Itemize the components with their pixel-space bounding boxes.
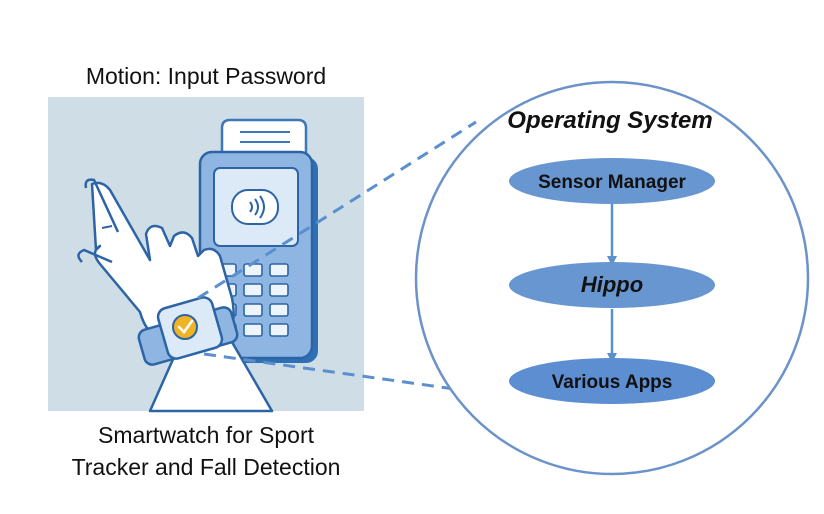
hippo-label: Hippo (581, 272, 643, 297)
various-apps-node (509, 358, 715, 404)
hippo-node (509, 262, 715, 308)
zoom-connector-top (197, 120, 477, 300)
receipt-icon (220, 118, 308, 158)
various-apps-label: Various Apps (552, 372, 673, 393)
checkmark-badge-icon (172, 314, 198, 340)
os-title: Operating System (507, 107, 712, 134)
bottom-caption: Smartwatch for Sport Tracker and Fall De… (30, 419, 382, 483)
sensor-manager-label: Sensor Manager (538, 172, 686, 193)
contactless-icon (231, 189, 279, 225)
bottom-caption-line1: Smartwatch for Sport (97, 422, 315, 448)
top-caption: Motion: Input Password (85, 63, 327, 89)
smartwatch-icon (137, 296, 239, 366)
sensor-manager-node (509, 158, 715, 204)
payment-illustration (48, 97, 364, 413)
bottom-caption-line2: Tracker and Fall Detection (71, 454, 341, 480)
zoom-connector-bottom (203, 352, 477, 394)
